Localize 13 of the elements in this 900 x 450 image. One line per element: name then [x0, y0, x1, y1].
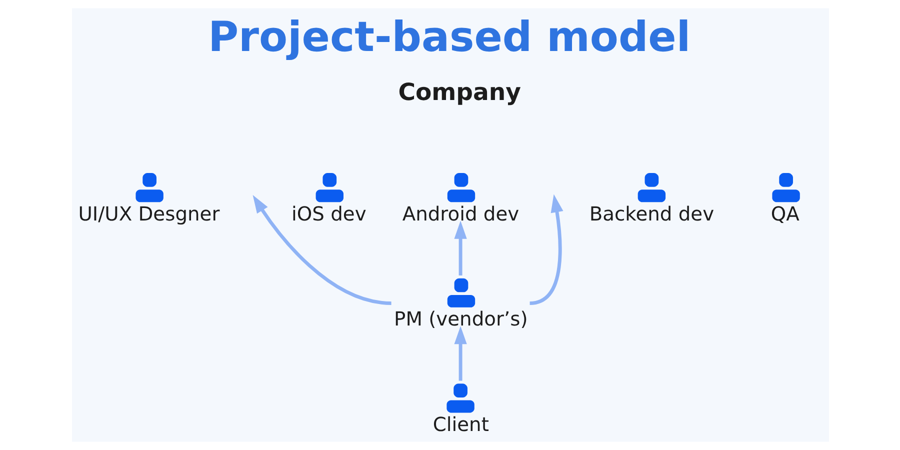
node-label: Backend dev [588, 202, 714, 226]
arrow [454, 326, 466, 381]
diagram-title: Project-based model [208, 12, 690, 62]
arrow [252, 195, 391, 305]
node-label: iOS dev [291, 202, 366, 226]
node-label: UI/UX Desgner [78, 202, 220, 226]
node-label: QA [770, 202, 799, 226]
node-label: Android dev [402, 202, 519, 226]
node-label: Client [432, 412, 488, 436]
node-label: PM (vendor’s) [394, 308, 528, 331]
arrow [529, 194, 563, 305]
label: Company [398, 78, 520, 106]
arrow [454, 220, 466, 276]
